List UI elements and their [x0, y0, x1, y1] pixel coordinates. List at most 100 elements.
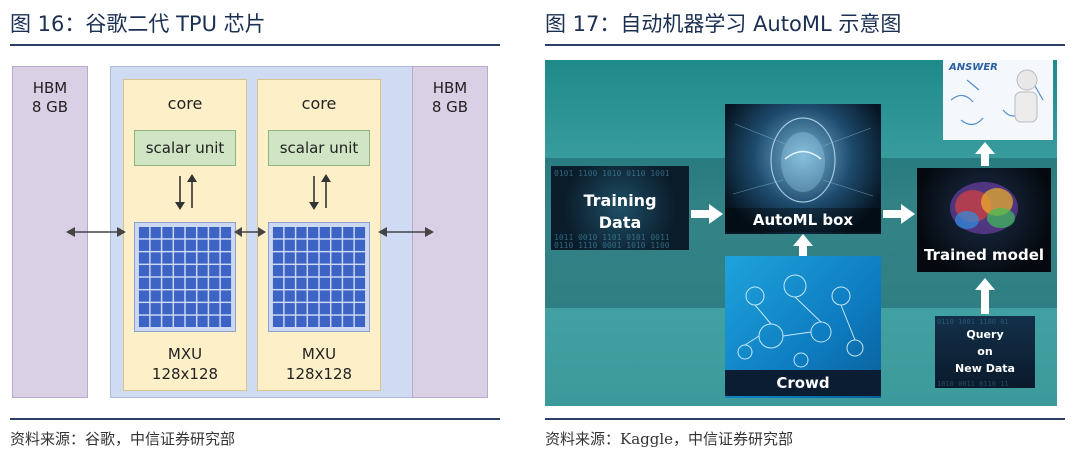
mxu-cell	[162, 290, 173, 302]
core-2-mxu-label: MXU	[301, 345, 337, 363]
core-2-label: core	[301, 94, 337, 113]
social-network-image	[737, 274, 864, 368]
mxu-cell	[209, 252, 220, 264]
mxu-cell	[354, 265, 366, 277]
mxu-cell	[209, 277, 220, 289]
mxu-cell	[220, 265, 232, 277]
mxu-cell	[138, 303, 150, 315]
mxu-cell	[284, 303, 295, 315]
mxu-cell	[162, 303, 173, 315]
mxu-cell	[308, 290, 319, 302]
mxu-cell	[197, 252, 208, 264]
training-to-automl-arrow	[691, 204, 723, 224]
hbm-right-size: 8 GB	[431, 98, 469, 116]
mxu-cell	[308, 277, 319, 289]
mxu-cell	[138, 265, 150, 277]
mxu-cell	[220, 315, 232, 327]
mxu-cell	[197, 227, 208, 239]
mxu-cell	[308, 303, 319, 315]
mxu-cell	[272, 252, 284, 264]
mxu-cell	[174, 239, 185, 251]
core-1-scalar-unit: scalar unit	[134, 130, 236, 166]
mxu-cell	[174, 252, 185, 264]
mxu-cell	[296, 290, 307, 302]
mxu-cell	[343, 252, 354, 264]
mxu-cell	[296, 265, 307, 277]
mxu-cell	[343, 315, 354, 327]
mxu-cell	[319, 265, 330, 277]
mxu-cell	[319, 303, 330, 315]
mxu-cell	[197, 303, 208, 315]
mxu-cell	[296, 227, 307, 239]
core-1-label: core	[167, 94, 203, 113]
mxu-cell	[150, 227, 161, 239]
mxu-cell	[343, 265, 354, 277]
mxu-cell	[138, 239, 150, 251]
mxu-cell	[150, 290, 161, 302]
mxu-cell	[319, 290, 330, 302]
mxu-cell	[308, 315, 319, 327]
mxu-cell	[209, 315, 220, 327]
mxu-cell	[185, 303, 196, 315]
mxu-cell	[197, 290, 208, 302]
crowd-to-automl-arrow	[793, 234, 813, 256]
mxu-cell	[354, 239, 366, 251]
mxu-cell	[319, 239, 330, 251]
query-label-3: New Data	[955, 362, 1015, 375]
mxu-cell	[185, 290, 196, 302]
mxu-cell	[284, 227, 295, 239]
binary-pattern-image: 0101 1100 1010 0110 1001 1011 0010 1101 …	[554, 169, 670, 250]
source-divider	[10, 418, 500, 420]
mxu-cell	[174, 265, 185, 277]
mxu-cell	[331, 290, 342, 302]
mxu-cell	[150, 303, 161, 315]
mxu-cell	[308, 239, 319, 251]
core-1-mxu-array	[134, 222, 236, 332]
core-2: core scalar unit MXU 128x128	[257, 79, 381, 391]
automl-diagram: 0101 1100 1010 0110 1001 1011 0010 1101 …	[545, 60, 1057, 406]
mxu-cell	[162, 265, 173, 277]
mxu-cell	[174, 227, 185, 239]
svg-text:1011 0010 1101 0101 0011: 1011 0010 1101 0101 0011	[554, 233, 670, 242]
mxu-cell	[319, 227, 330, 239]
mxu-cell	[331, 277, 342, 289]
mxu-cell	[185, 315, 196, 327]
mxu-cell	[354, 303, 366, 315]
figure-16-title: 图 16：谷歌二代 TPU 芯片	[10, 12, 266, 36]
mxu-cell	[138, 252, 150, 264]
mxu-cell	[284, 239, 295, 251]
mxu-cell	[284, 277, 295, 289]
core-2-mxu-array	[268, 222, 370, 332]
query-box: 0110 1001 1100 01 1010 0011 0110 11 Quer…	[935, 316, 1035, 388]
svg-text:0110 1001 1100 01: 0110 1001 1100 01	[937, 318, 1009, 326]
trained-model-box: Trained model	[917, 168, 1051, 272]
mxu-cell	[354, 277, 366, 289]
mxu-cell	[343, 227, 354, 239]
mxu-cell	[272, 265, 284, 277]
mxu-cell	[220, 227, 232, 239]
mxu-cell	[174, 303, 185, 315]
mxu-cell	[174, 315, 185, 327]
mxu-cell	[331, 252, 342, 264]
query-label-2: on	[977, 345, 993, 358]
mxu-cell	[296, 239, 307, 251]
mxu-cell	[272, 227, 284, 239]
crowd-intelligence-label: Crowd intelligence	[725, 370, 881, 396]
core-2-updown-arrows	[309, 174, 331, 210]
mxu-cell	[308, 227, 319, 239]
answer-label: ANSWER	[949, 62, 998, 73]
mxu-cell	[331, 303, 342, 315]
mxu-cell	[138, 277, 150, 289]
mxu-cell	[185, 227, 196, 239]
hbm-left-label: HBM	[32, 79, 68, 97]
mxu-cell	[209, 303, 220, 315]
mxu-cell	[150, 315, 161, 327]
mxu-cell	[197, 239, 208, 251]
mxu-cell	[174, 277, 185, 289]
tpu-diagram: HBM 8 GB core scalar unit MXU 128x128	[10, 58, 488, 408]
training-data-label-1: Training	[583, 191, 657, 210]
mxu-cell	[150, 277, 161, 289]
mxu-cell	[220, 252, 232, 264]
mxu-cell	[331, 265, 342, 277]
mxu-cell	[343, 277, 354, 289]
